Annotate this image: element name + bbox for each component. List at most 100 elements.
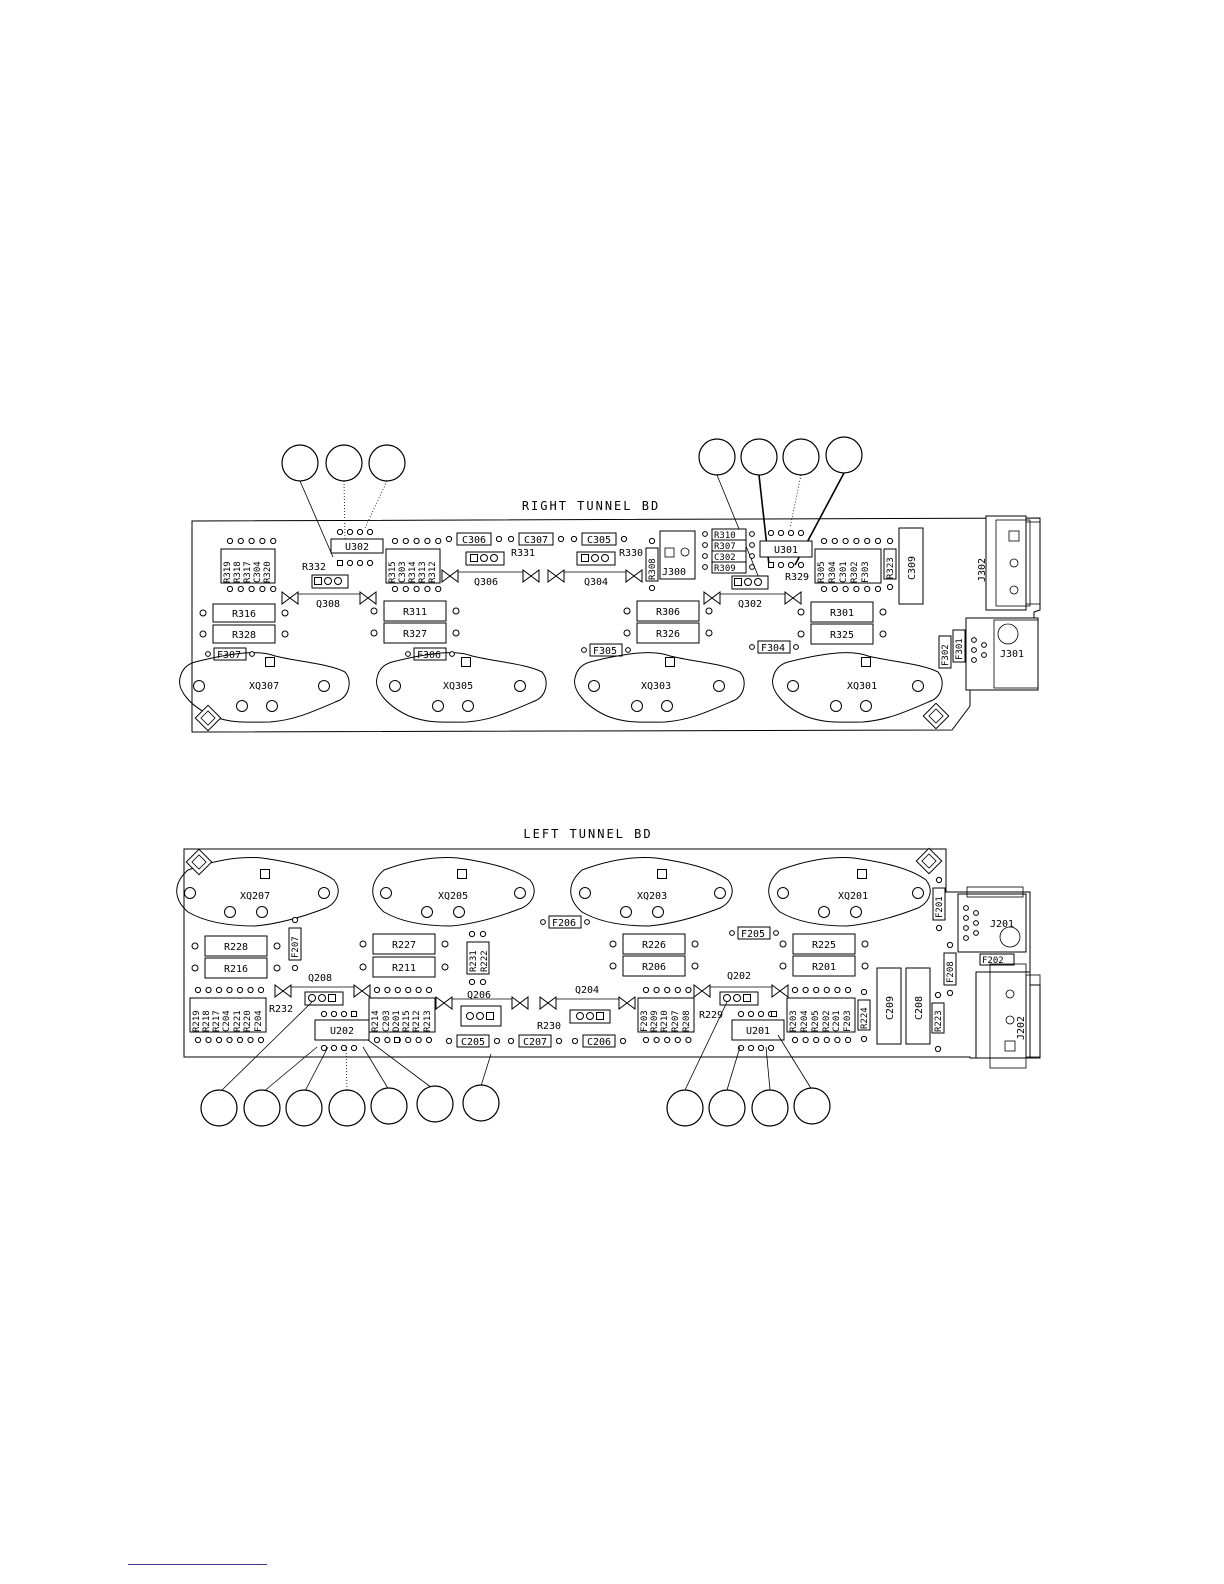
solder-pad — [507, 535, 515, 543]
solder-pad — [744, 578, 752, 586]
bow-tie-mark — [511, 996, 529, 1010]
svg-text:C203: C203 — [382, 1010, 392, 1032]
svg-text:Q308: Q308 — [316, 599, 340, 610]
left-mounting-holes — [185, 847, 943, 876]
solder-pad — [777, 887, 789, 899]
solder-pad — [946, 941, 954, 949]
svg-text:F208: F208 — [946, 961, 956, 983]
solder-pad — [476, 1012, 484, 1020]
solder-pad — [653, 986, 660, 994]
right-fuse-f304: F304 — [757, 640, 791, 654]
solder-pad — [391, 537, 399, 545]
solder-pad — [320, 1044, 328, 1052]
left-power-resistor-pair-1: R228 R216 — [204, 935, 268, 979]
part-label: F303 — [861, 561, 871, 583]
solder-pad — [702, 564, 708, 570]
part-label: R229 — [699, 1010, 723, 1021]
solder-pad — [749, 644, 755, 650]
right-power-resistor-pair-1: R316 R328 — [212, 603, 276, 644]
solder-pad — [247, 1036, 254, 1044]
solder-pad — [370, 607, 378, 615]
solder-pad — [373, 1036, 381, 1044]
square-pad — [657, 869, 667, 879]
callout-balloon — [666, 1089, 704, 1127]
svg-text:R227: R227 — [392, 940, 416, 951]
svg-text:R205: R205 — [811, 1010, 821, 1032]
solder-pad — [359, 963, 367, 971]
svg-text:R203: R203 — [789, 1010, 799, 1032]
solder-pad — [413, 585, 420, 593]
square-pad — [470, 554, 478, 562]
right-vertical-parts-group-3: R305 R304 C301 R302 F303 — [814, 548, 882, 584]
solder-pad — [842, 537, 849, 545]
right-board-title: RIGHT TUNNEL BD — [522, 499, 660, 513]
solder-pad — [226, 986, 233, 994]
svg-text:Q304: Q304 — [584, 577, 608, 588]
solder-pad — [853, 585, 860, 593]
svg-text:R207: R207 — [671, 1010, 681, 1032]
solder-pad — [802, 1036, 809, 1044]
solder-pad — [490, 554, 498, 562]
svg-text:XQ305: XQ305 — [443, 681, 473, 692]
left-capacitor-c206: C206 — [582, 1034, 616, 1048]
part-label: R319 — [223, 561, 233, 583]
solder-pad — [797, 561, 805, 569]
solder-pad — [425, 986, 433, 994]
svg-text:R214: R214 — [371, 1010, 381, 1032]
solder-pad — [620, 535, 628, 543]
solder-pad — [281, 609, 289, 617]
solder-pad — [236, 986, 244, 994]
solder-pad — [793, 644, 799, 650]
solder-pad — [642, 1036, 650, 1044]
solder-pad — [366, 528, 374, 536]
solder-pad — [702, 542, 708, 548]
solder-pad — [971, 657, 977, 663]
solder-pad — [723, 994, 731, 1002]
solder-pad — [631, 700, 643, 712]
part-label: C301 — [839, 561, 849, 583]
svg-text:C206: C206 — [587, 1037, 611, 1048]
right-r323: R323 — [883, 548, 897, 580]
svg-text:C204: C204 — [222, 1010, 232, 1032]
solder-pad — [844, 1036, 852, 1044]
left-vertical-pair-r231-r222: R231 R222 — [466, 941, 490, 975]
square-pad — [260, 869, 270, 879]
solder-pad — [318, 887, 330, 899]
right-board-pads — [193, 528, 987, 712]
solder-pad — [226, 537, 234, 545]
solder-pad — [830, 700, 842, 712]
solder-pad — [842, 585, 849, 593]
solder-pad — [973, 920, 979, 926]
svg-text:R325: R325 — [830, 630, 854, 641]
left-capacitor-c205: C205 — [456, 1034, 490, 1048]
solder-pad — [912, 680, 924, 692]
svg-text:R208: R208 — [682, 1010, 692, 1032]
solder-pad — [713, 680, 725, 692]
left-transistor-q206: Q206 — [460, 990, 502, 1027]
solder-pad — [749, 531, 755, 537]
solder-pad — [733, 994, 741, 1002]
solder-pad — [864, 585, 871, 593]
svg-text:D201: D201 — [392, 1010, 402, 1032]
solder-pad — [853, 537, 860, 545]
svg-text:R204: R204 — [800, 1010, 810, 1032]
svg-text:XQ301: XQ301 — [847, 681, 877, 692]
solder-pad — [685, 986, 692, 994]
solder-pad — [757, 1044, 765, 1052]
solder-pad — [373, 986, 381, 994]
solder-pad — [237, 585, 244, 593]
solder-pad — [581, 647, 587, 653]
square-pad — [665, 657, 675, 667]
bow-tie-mark — [693, 984, 711, 998]
svg-text:R309: R309 — [714, 564, 736, 574]
bow-tie-mark — [618, 996, 636, 1010]
solder-pad — [507, 1037, 515, 1045]
svg-text:R201: R201 — [812, 962, 836, 973]
svg-text:F304: F304 — [761, 643, 785, 654]
svg-text:U201: U201 — [746, 1026, 770, 1037]
bow-tie-mark — [359, 591, 377, 605]
callout-balloon — [782, 438, 820, 476]
solder-pad — [330, 1044, 338, 1052]
svg-text:R216: R216 — [224, 964, 248, 975]
right-mounting-holes — [194, 702, 950, 732]
